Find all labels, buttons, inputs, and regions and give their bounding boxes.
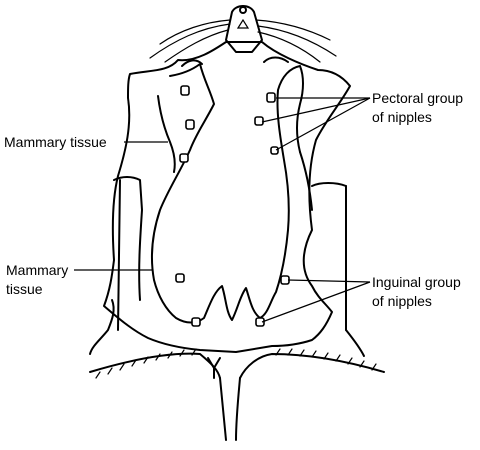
skin-flap-outline	[89, 41, 365, 357]
nipple	[175, 273, 185, 283]
nipple	[254, 116, 264, 126]
nipple	[270, 146, 279, 155]
nipple	[179, 153, 189, 163]
nipples	[175, 85, 290, 327]
tail-base	[89, 348, 385, 441]
nipple	[191, 317, 201, 327]
mammary-tissue-label-lower-line1: Mammary	[6, 262, 68, 278]
nipple	[255, 317, 265, 327]
mammary-tissue-label-lower-line2: tissue	[6, 281, 43, 297]
pectoral-group-label-line1: Pectoral group	[372, 90, 463, 106]
head-snout	[149, 5, 337, 63]
nipple	[280, 275, 290, 285]
mammary-tissue-label-upper: Mammary tissue	[4, 134, 107, 150]
mammary-tissue-outline	[151, 56, 313, 324]
inguinal-group-label-line2: of nipples	[372, 293, 432, 309]
nipple	[266, 92, 276, 103]
nipple	[185, 119, 195, 130]
inguinal-group-label-line1: Inguinal group	[372, 274, 461, 290]
nipple	[180, 85, 190, 96]
pectoral-group-label-line2: of nipples	[372, 109, 432, 125]
leader-lines	[74, 97, 371, 323]
